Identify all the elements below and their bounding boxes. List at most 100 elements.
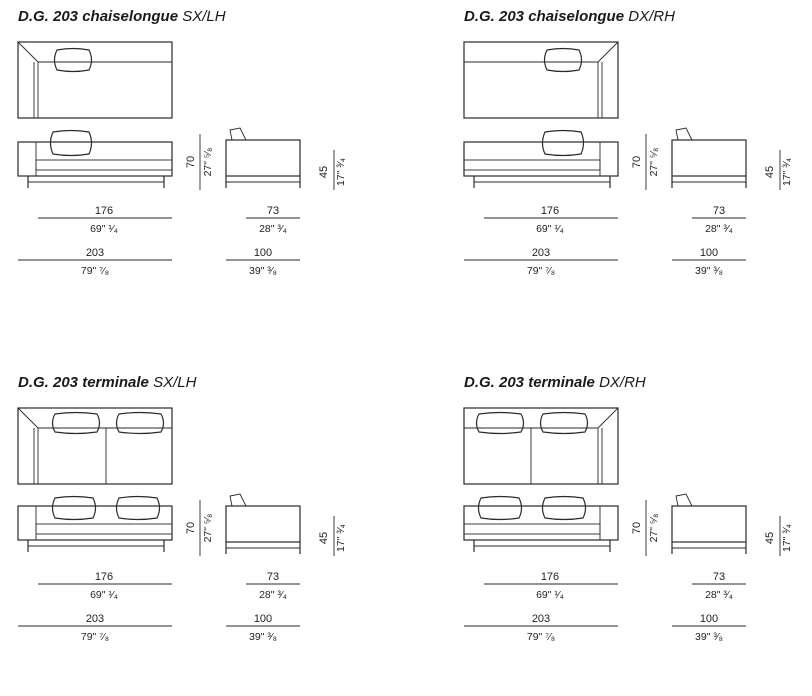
plan-view <box>17 407 173 485</box>
product-variant: DX/RH <box>599 374 646 391</box>
plan-edge <box>597 41 619 63</box>
plan-view <box>463 407 619 485</box>
cushion-outline <box>115 495 161 521</box>
cushion-outline <box>51 411 101 435</box>
front-body <box>463 141 619 177</box>
depth-cm: 100 <box>254 247 272 259</box>
side-elevation <box>671 127 747 188</box>
width-in: 79" ⁷⁄₈ <box>527 631 555 643</box>
front-elevation <box>463 495 619 552</box>
depth-in: 39" ³⁄₈ <box>249 265 277 277</box>
seat-in: 17" ³⁄₄ <box>335 158 347 186</box>
side-body <box>671 139 747 177</box>
product-title: D.G. 203 chaiselongue DX/RH <box>464 8 675 25</box>
width-cm: 203 <box>86 247 104 259</box>
plan-view <box>17 41 173 119</box>
cushion-outline <box>477 495 523 521</box>
depth-cm: 100 <box>700 247 718 259</box>
height-dimension: 70 27" ⁵⁄₈ <box>185 134 214 190</box>
seat-depth-in: 28" ³⁄₄ <box>705 589 733 601</box>
side-body <box>671 505 747 543</box>
cushion-outline <box>541 129 585 157</box>
cushion-outline <box>539 411 589 435</box>
width-dimensions: 176 69" ¹⁄₄ 203 79" ⁷⁄₈ <box>18 571 172 643</box>
cushion-outline <box>543 47 583 73</box>
front-body <box>17 141 173 177</box>
front-body <box>463 505 619 541</box>
seat-depth-cm: 73 <box>267 571 279 583</box>
seat-cm: 45 <box>318 166 330 178</box>
plan-outline <box>463 407 619 485</box>
product-panel-chaise-sx: D.G. 203 chaiselongue SX/LH 70 27" ⁵⁄₈ 45 17… <box>17 0 424 330</box>
seat-in: 17" ³⁄₄ <box>781 158 793 186</box>
cushion-outline <box>115 411 165 435</box>
side-backrest <box>229 493 247 507</box>
seat-width-cm: 176 <box>541 205 559 217</box>
side-body <box>225 505 301 543</box>
cushion-outline <box>541 495 587 521</box>
front-seat <box>35 523 173 535</box>
plan-edge <box>597 407 619 429</box>
seat-height-dimension: 45 17" ³⁄₄ <box>318 150 347 190</box>
seat-cm: 45 <box>764 532 776 544</box>
seat-width-in: 69" ¹⁄₄ <box>90 223 118 235</box>
width-in: 79" ⁷⁄₈ <box>81 631 109 643</box>
side-elevation <box>671 493 747 554</box>
width-in: 79" ⁷⁄₈ <box>81 265 109 277</box>
product-variant: SX/LH <box>182 8 226 25</box>
product-title: D.G. 203 chaiselongue SX/LH <box>18 8 226 25</box>
width-in: 79" ⁷⁄₈ <box>527 265 555 277</box>
side-backrest <box>675 493 693 507</box>
cushion-outline <box>49 129 93 157</box>
height-cm: 70 <box>185 522 197 534</box>
height-in: 27" ⁵⁄₈ <box>202 514 214 543</box>
depth-in: 39" ³⁄₈ <box>695 631 723 643</box>
depth-dimensions: 73 28" ³⁄₄ 100 39" ³⁄₈ <box>226 571 300 643</box>
width-cm: 203 <box>532 613 550 625</box>
front-elevation <box>17 129 173 188</box>
seat-width-in: 69" ¹⁄₄ <box>536 589 564 601</box>
product-title: D.G. 203 terminale SX/LH <box>18 374 196 391</box>
seat-width-in: 69" ¹⁄₄ <box>90 589 118 601</box>
side-backrest <box>229 127 247 141</box>
depth-cm: 100 <box>254 613 272 625</box>
width-cm: 203 <box>86 613 104 625</box>
seat-depth-cm: 73 <box>713 205 725 217</box>
plan-outline <box>17 41 173 119</box>
height-dimension: 70 27" ⁵⁄₈ <box>185 500 214 556</box>
product-variant: SX/LH <box>153 374 197 391</box>
plan-edge <box>17 407 39 429</box>
plan-edge <box>17 41 39 63</box>
height-in: 27" ⁵⁄₈ <box>202 148 214 177</box>
plan-outline <box>463 41 619 119</box>
product-name: D.G. 203 chaiselongue <box>464 8 625 25</box>
seat-width-cm: 176 <box>95 571 113 583</box>
product-name: D.G. 203 terminale <box>18 374 149 391</box>
width-cm: 203 <box>532 247 550 259</box>
product-variant: DX/RH <box>628 8 675 25</box>
height-cm: 70 <box>631 522 643 534</box>
height-cm: 70 <box>631 156 643 168</box>
seat-depth-in: 28" ³⁄₄ <box>259 223 287 235</box>
depth-in: 39" ³⁄₈ <box>249 631 277 643</box>
seat-depth-in: 28" ³⁄₄ <box>259 589 287 601</box>
height-cm: 70 <box>185 156 197 168</box>
plan-outline <box>17 407 173 485</box>
